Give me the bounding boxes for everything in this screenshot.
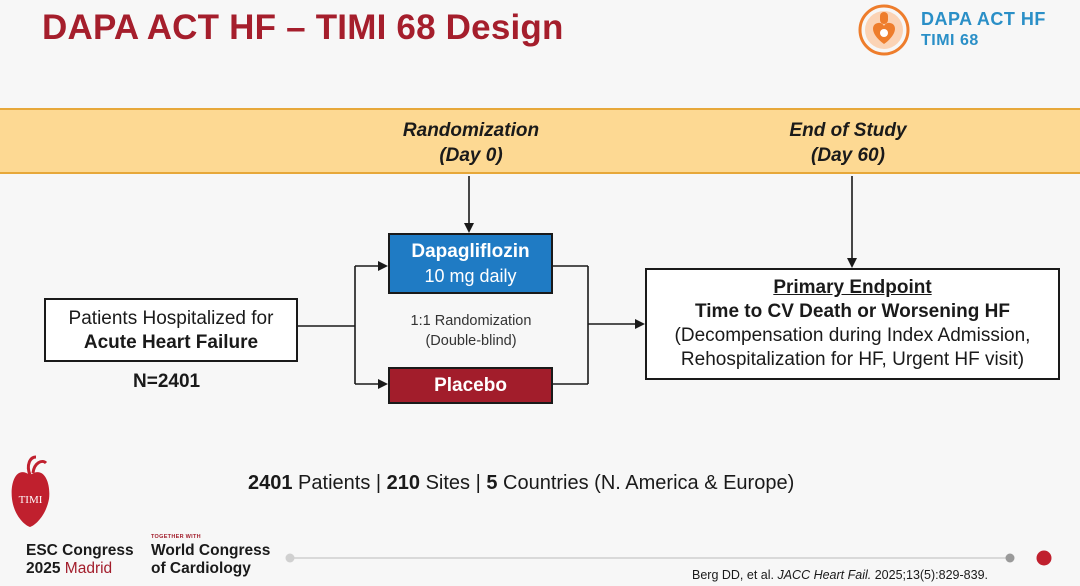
world-congress-subtitle: of Cardiology [151,560,251,577]
summary-sites-label: Sites | [420,472,487,494]
patients-line2: Acute Heart Failure [83,332,259,353]
randomization-note: 1:1 Randomization (Double-blind) [371,311,571,351]
dapagliflozin-dose: 10 mg daily [424,266,517,286]
citation-details: 2025;13(5):829-839. [871,568,988,582]
patients-line1: Patients Hospitalized for [68,308,274,329]
citation: Berg DD, et al. JACC Heart Fail. 2025;13… [692,568,988,582]
endpoint-main: Time to CV Death or Worsening HF [695,301,1010,322]
endpoint-detail-2: Rehospitalization for HF, Urgent HF visi… [680,349,1025,370]
progress-end-dot [1036,550,1052,566]
esc-city: Madrid [60,560,113,577]
progress-start-dot [285,553,295,563]
summary-sites-count: 210 [386,472,421,494]
randomization-ratio: 1:1 Randomization [410,313,532,329]
timi-logo-text: TIMI [19,494,43,506]
end-of-study-day: (Day 60) [811,145,885,166]
dapagliflozin-name: Dapagliflozin [411,241,530,262]
timeline-band [0,108,1080,174]
endpoint-heading: Primary Endpoint [773,277,932,298]
esc-year: 2025 [26,560,61,577]
timi-logo: TIMI [11,455,50,527]
blinding-note: (Double-blind) [425,333,517,349]
page-title: DAPA ACT HF – TIMI 68 Design [42,8,564,47]
patients-box: Patients Hospitalized for Acute Heart Fa… [44,298,298,362]
world-congress-title: World Congress [151,542,271,559]
placebo-box: Placebo [388,367,553,404]
primary-endpoint-box: Primary Endpoint Time to CV Death or Wor… [645,268,1060,380]
heart-pill-logo-icon [858,4,910,56]
endpoint-detail-1: (Decompensation during Index Admission, [674,325,1031,346]
study-summary: 2401 Patients | 210 Sites | 5 Countries … [248,472,794,495]
esc-congress-title: ESC Congress [26,542,134,559]
esc-congress-subtitle: 2025 Madrid [26,560,112,578]
end-of-study-label: End of Study (Day 60) [748,118,948,168]
randomization-label: Randomization (Day 0) [371,118,571,168]
logo-title: DAPA ACT HF [921,9,1046,29]
summary-patients-label: Patients | [292,472,387,494]
summary-patients-count: 2401 [248,472,293,494]
progress-marker-dot [1005,553,1015,563]
dapagliflozin-box: Dapagliflozin 10 mg daily [388,233,553,294]
summary-countries-label: Countries (N. America & Europe) [497,472,795,494]
citation-authors: Berg DD, et al. [692,568,778,582]
logo-subtitle: TIMI 68 [921,32,979,49]
randomization-day: (Day 0) [439,145,503,166]
randomization-title: Randomization [402,120,540,141]
citation-journal: JACC Heart Fail. [777,568,872,582]
world-congress-tagline: TOGETHER WITH [151,534,201,540]
summary-countries-count: 5 [486,472,498,494]
end-of-study-title: End of Study [789,120,907,141]
patient-count: N=2401 [133,371,201,392]
